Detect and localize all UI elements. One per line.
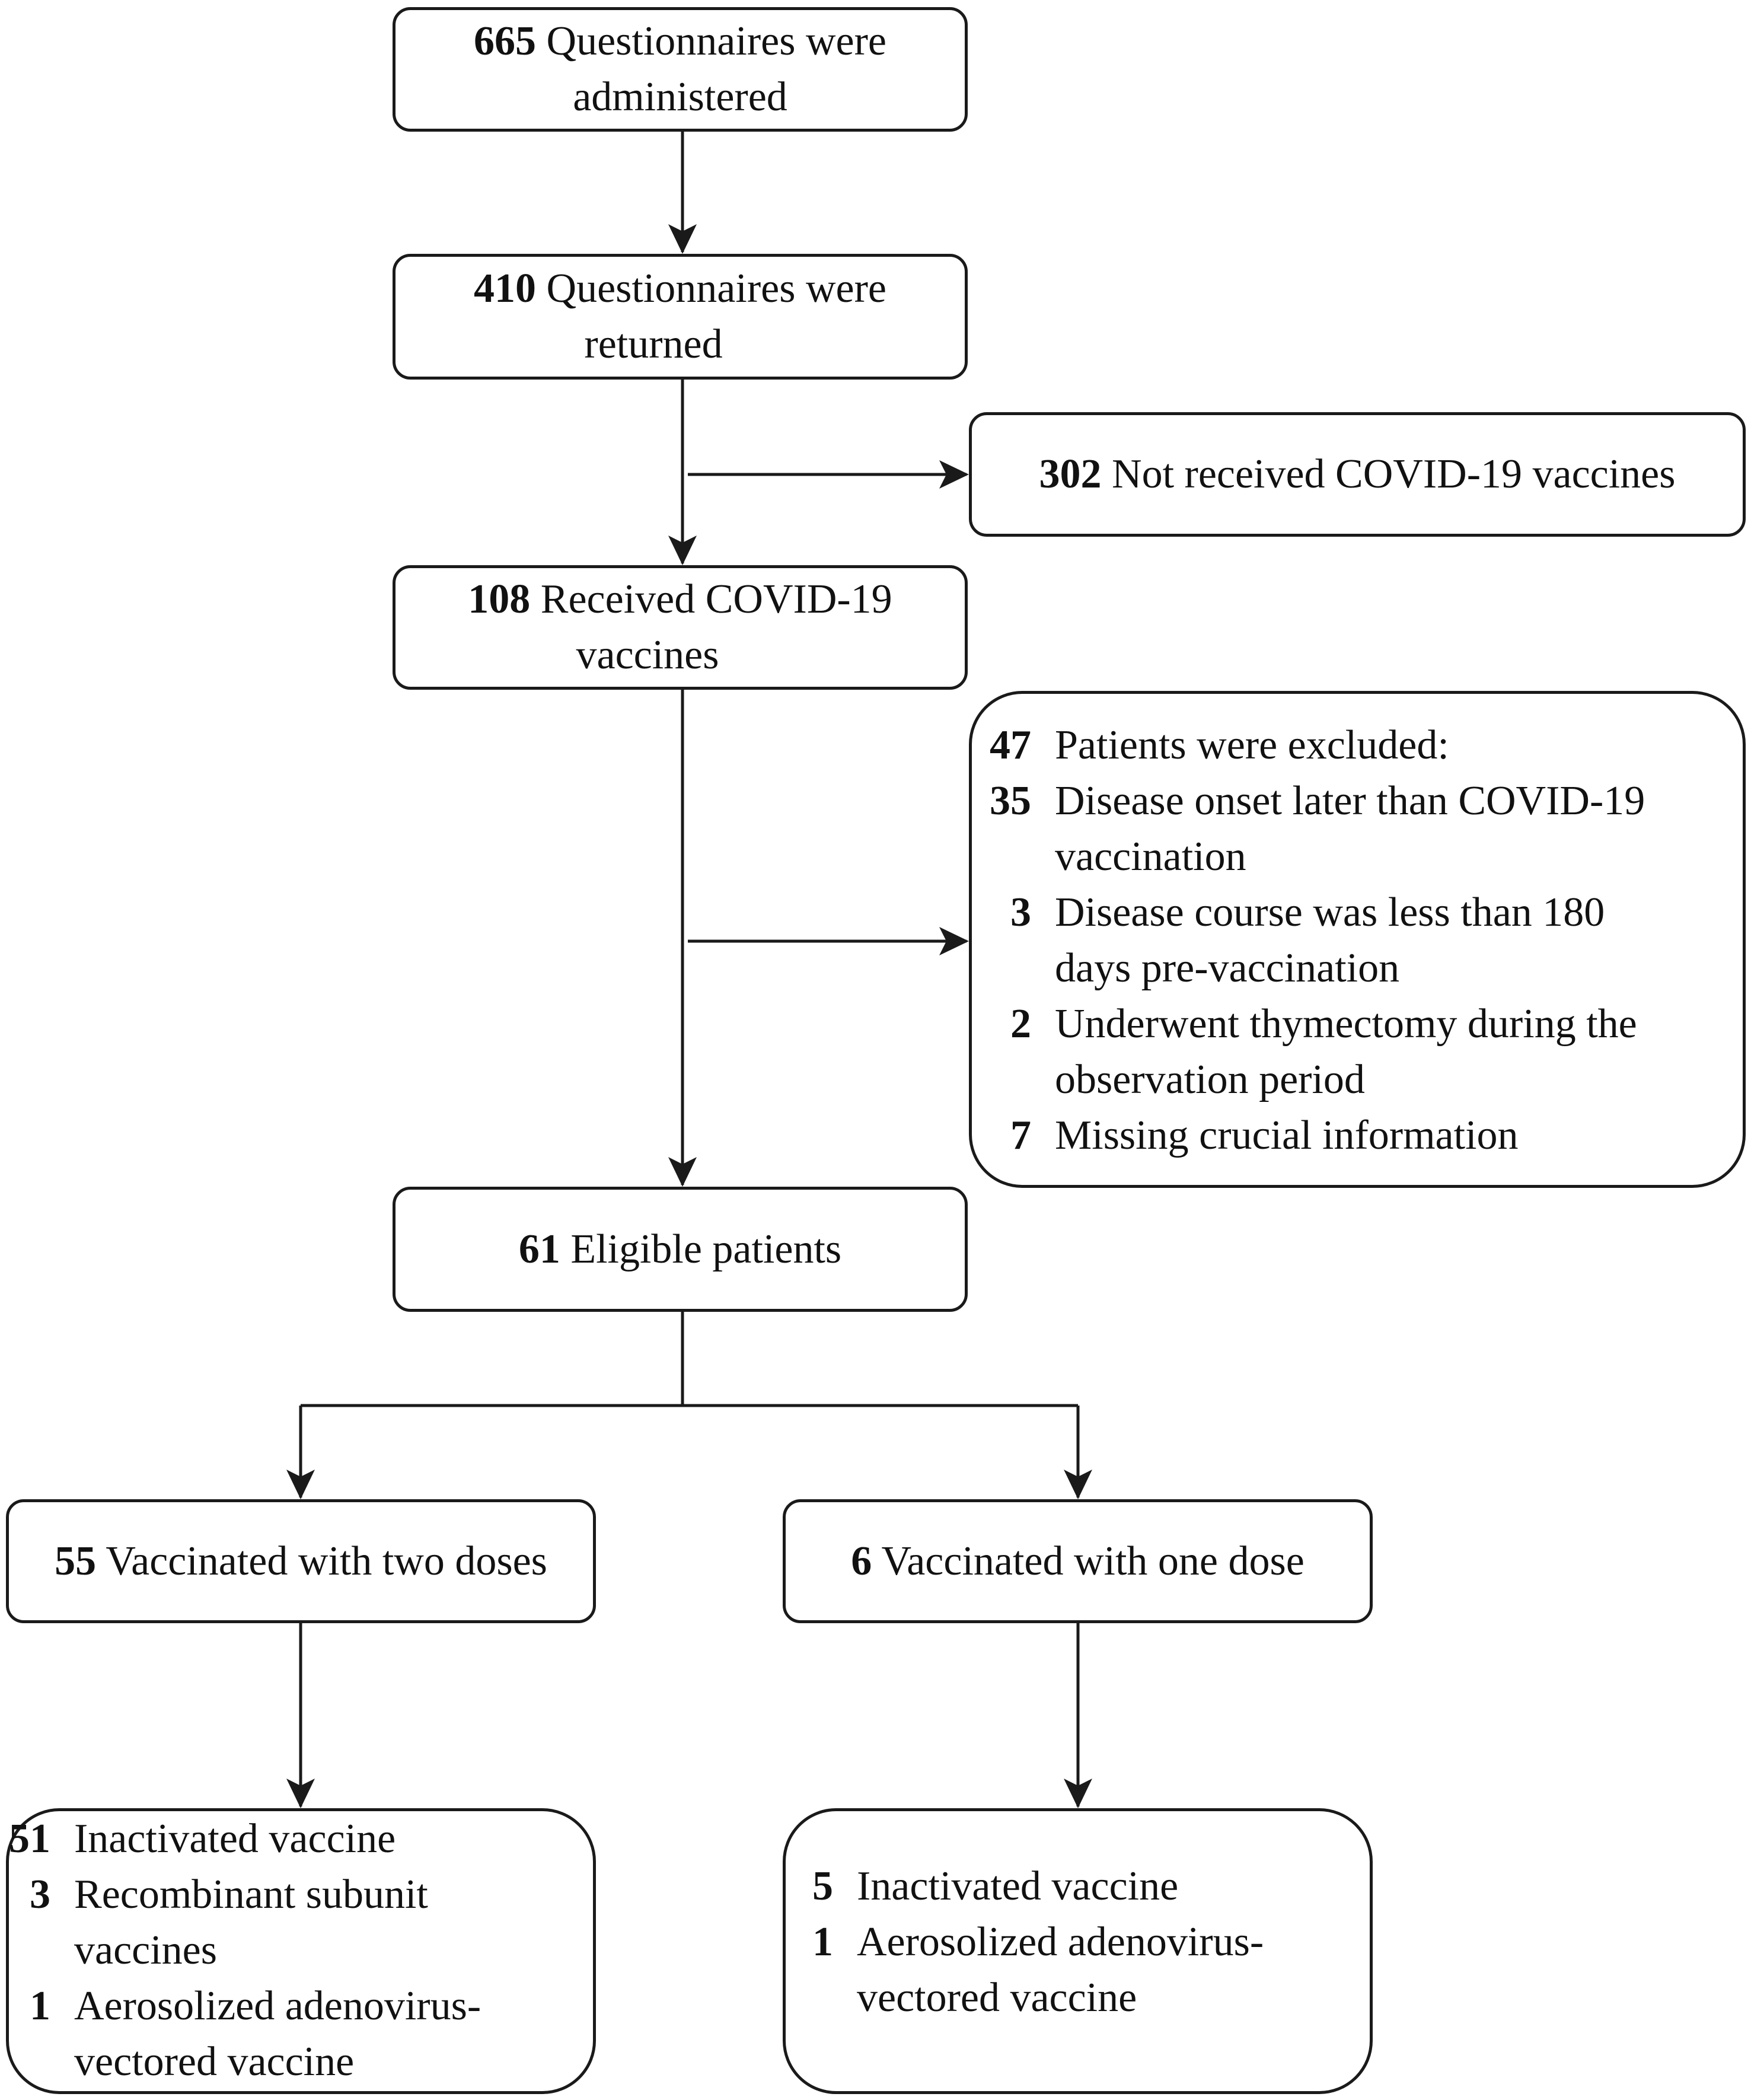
eligible-count: 61 bbox=[518, 1226, 560, 1272]
vaccine-type-count: 1 bbox=[30, 1983, 50, 2029]
two-doses-detail-box: 51 Inactivated vaccine 3 Recombinant sub… bbox=[6, 1808, 596, 2094]
excluded-item-text: Missing crucial information bbox=[1055, 1113, 1519, 1158]
vaccine-type-count: 5 bbox=[812, 1863, 833, 1909]
eligible-line: 61 Eligible patients bbox=[519, 1222, 841, 1277]
arrowhead-eligible bbox=[668, 1157, 697, 1187]
vaccine-type-count: 51 bbox=[9, 1816, 50, 1862]
not-received-box: 302 Not received COVID-19 vaccines bbox=[969, 412, 1746, 537]
two-doses-detail-list: 51 Inactivated vaccine 3 Recombinant sub… bbox=[3, 1811, 481, 2090]
vaccine-type-text: vaccines bbox=[74, 1927, 217, 1973]
arrowhead-returned bbox=[668, 224, 697, 254]
excluded-item: 2 Underwent thymectomy during the observ… bbox=[984, 996, 1645, 1108]
returned-line1: 410 Questionnaires were bbox=[474, 261, 886, 317]
excluded-item-count: 7 bbox=[1010, 1113, 1031, 1158]
vaccine-type-text: Aerosolized adenovirus- bbox=[857, 1919, 1264, 1965]
two-doses-count: 55 bbox=[55, 1538, 97, 1584]
excluded-item-text: Underwent thymectomy during the bbox=[1055, 1001, 1637, 1047]
not-received-count: 302 bbox=[1039, 451, 1102, 497]
arrowhead-two-doses bbox=[286, 1470, 315, 1499]
not-received-line: 302 Not received COVID-19 vaccines bbox=[1039, 447, 1676, 502]
vaccine-type-item: 1 Aerosolized adenovirus- vectored vacci… bbox=[3, 1978, 481, 2090]
excluded-item-text: days pre-vaccination bbox=[1055, 945, 1400, 991]
eligible-text: Eligible patients bbox=[570, 1226, 842, 1272]
one-dose-box: 6 Vaccinated with one dose bbox=[783, 1499, 1373, 1623]
one-dose-text: Vaccinated with one dose bbox=[881, 1538, 1305, 1584]
excluded-item-count: 35 bbox=[990, 778, 1031, 824]
received-count: 108 bbox=[468, 576, 531, 622]
administered-box: 665 Questionnaires were administered bbox=[393, 7, 968, 132]
arrowhead-one-dose-detail bbox=[1064, 1779, 1092, 1808]
received-line1: 108 Received COVID-19 bbox=[468, 572, 892, 627]
vaccine-type-text: vectored vaccine bbox=[857, 1975, 1137, 2021]
one-dose-detail-list: 5 Inactivated vaccine 1 Aerosolized aden… bbox=[786, 1859, 1264, 2026]
arrowhead-one-dose bbox=[1064, 1470, 1092, 1499]
excluded-item: 35 Disease onset later than COVID-19 vac… bbox=[984, 773, 1645, 885]
one-dose-count: 6 bbox=[851, 1538, 872, 1584]
arrowhead-excluded bbox=[939, 927, 969, 955]
vaccine-type-item: 3 Recombinant subunit vaccines bbox=[3, 1867, 481, 1978]
vaccine-type-text: Inactivated vaccine bbox=[74, 1816, 396, 1862]
eligible-box: 61 Eligible patients bbox=[393, 1187, 968, 1312]
vaccine-type-count: 1 bbox=[812, 1919, 833, 1965]
returned-box: 410 Questionnaires were returned bbox=[393, 254, 968, 380]
excluded-item-text: vaccination bbox=[1055, 834, 1246, 879]
administered-text1: Questionnaires were bbox=[546, 18, 886, 64]
vaccine-type-item: 5 Inactivated vaccine bbox=[786, 1859, 1264, 1914]
vaccine-type-item: 1 Aerosolized adenovirus- vectored vacci… bbox=[786, 1914, 1264, 2026]
vaccine-type-text: vectored vaccine bbox=[74, 2039, 355, 2085]
two-doses-line: 55 Vaccinated with two doses bbox=[55, 1534, 547, 1589]
excluded-item-count: 3 bbox=[1010, 890, 1031, 935]
arrowhead-not-received bbox=[939, 460, 969, 489]
excluded-item-count: 47 bbox=[990, 722, 1031, 768]
vaccine-type-text: Aerosolized adenovirus- bbox=[74, 1983, 481, 2029]
arrowhead-two-doses-detail bbox=[286, 1779, 315, 1808]
excluded-item: 3 Disease course was less than 180 days … bbox=[984, 885, 1645, 996]
excluded-item-text: Disease course was less than 180 bbox=[1055, 890, 1605, 935]
one-dose-detail-box: 5 Inactivated vaccine 1 Aerosolized aden… bbox=[783, 1808, 1373, 2094]
returned-text2: returned bbox=[584, 321, 723, 367]
vaccine-type-item: 51 Inactivated vaccine bbox=[3, 1811, 481, 1867]
two-doses-box: 55 Vaccinated with two doses bbox=[6, 1499, 596, 1623]
administered-count: 665 bbox=[474, 18, 537, 64]
excluded-item: 7 Missing crucial information bbox=[984, 1108, 1645, 1164]
excluded-box: 47 Patients were excluded: 35 Disease on… bbox=[969, 691, 1746, 1188]
excluded-item-text: observation period bbox=[1055, 1057, 1365, 1102]
received-text1: Received COVID-19 bbox=[540, 576, 892, 622]
received-text2: vaccines bbox=[576, 632, 719, 678]
excluded-item-text: Disease onset later than COVID-19 bbox=[1055, 778, 1645, 824]
vaccine-type-text: Inactivated vaccine bbox=[857, 1863, 1179, 1909]
vaccine-type-text: Recombinant subunit bbox=[74, 1872, 428, 1917]
not-received-text: Not received COVID-19 vaccines bbox=[1112, 451, 1676, 497]
arrowhead-received bbox=[668, 536, 697, 565]
vaccine-type-count: 3 bbox=[30, 1872, 50, 1917]
returned-text1: Questionnaires were bbox=[546, 266, 886, 311]
excluded-list: 47 Patients were excluded: 35 Disease on… bbox=[984, 718, 1645, 1164]
excluded-item: 47 Patients were excluded: bbox=[984, 718, 1645, 773]
administered-text2: administered bbox=[573, 74, 787, 120]
two-doses-text: Vaccinated with two doses bbox=[106, 1538, 547, 1584]
excluded-item-text: Patients were excluded: bbox=[1055, 722, 1449, 768]
returned-count: 410 bbox=[474, 266, 537, 311]
excluded-item-count: 2 bbox=[1010, 1001, 1031, 1047]
received-box: 108 Received COVID-19 vaccines bbox=[393, 565, 968, 690]
one-dose-line: 6 Vaccinated with one dose bbox=[851, 1534, 1305, 1589]
administered-line1: 665 Questionnaires were bbox=[474, 14, 886, 69]
